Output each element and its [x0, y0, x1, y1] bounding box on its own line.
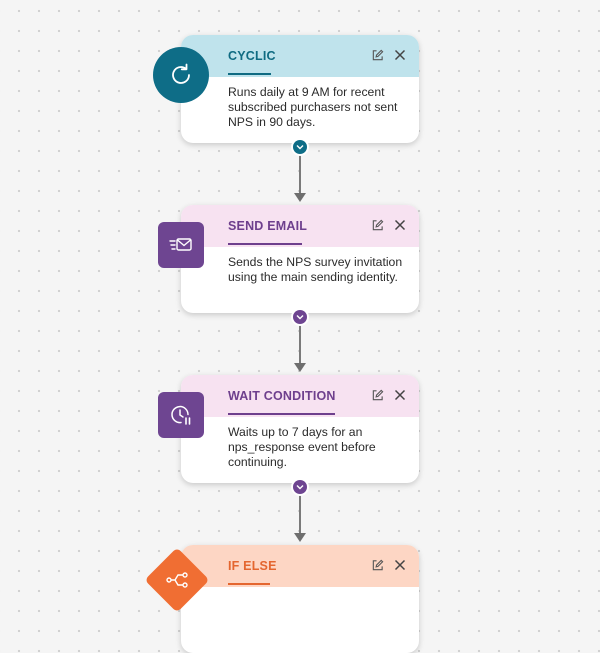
close-icon[interactable] — [393, 48, 407, 62]
node-cyclic-output-port[interactable] — [293, 140, 307, 154]
close-icon[interactable] — [393, 218, 407, 232]
flow-arrow-2 — [294, 363, 306, 372]
flow-arrow-3 — [294, 533, 306, 542]
node-wait-condition-description: Waits up to 7 days for an nps_response e… — [228, 425, 376, 469]
clock-pause-icon — [158, 392, 204, 438]
node-send-email-title-underline — [228, 243, 302, 245]
edit-icon[interactable] — [370, 558, 384, 572]
node-wait-condition-header: WAIT CONDITION — [181, 375, 419, 417]
branch-icon — [144, 547, 210, 613]
node-wait-condition-title: WAIT CONDITION — [228, 389, 336, 403]
node-cyclic-actions — [370, 48, 407, 62]
edit-icon[interactable] — [370, 48, 384, 62]
node-if-else-description — [181, 587, 419, 607]
node-cyclic-title-underline — [228, 73, 271, 75]
node-send-email-title: SEND EMAIL — [228, 219, 308, 233]
flow-edge-2 — [299, 325, 301, 365]
node-send-email-output-port[interactable] — [293, 310, 307, 324]
refresh-icon — [153, 47, 209, 103]
node-send-email-description: Sends the NPS survey invitation using th… — [228, 255, 403, 284]
email-send-icon — [158, 222, 204, 268]
edit-icon[interactable] — [370, 388, 384, 402]
node-cyclic[interactable]: CYCLIC Runs daily at 9 AM for recent sub… — [181, 35, 419, 143]
node-wait-condition[interactable]: WAIT CONDITION Waits up to 7 days for an… — [181, 375, 419, 483]
edit-icon[interactable] — [370, 218, 384, 232]
close-icon[interactable] — [393, 558, 407, 572]
node-wait-condition-actions — [370, 388, 407, 402]
node-if-else[interactable]: IF ELSE — [181, 545, 419, 653]
node-cyclic-header: CYCLIC — [181, 35, 419, 77]
node-send-email-actions — [370, 218, 407, 232]
node-wait-condition-title-underline — [228, 413, 335, 415]
flow-arrow-1 — [294, 193, 306, 202]
node-if-else-actions — [370, 558, 407, 572]
node-wait-condition-output-port[interactable] — [293, 480, 307, 494]
node-if-else-title-underline — [228, 583, 270, 585]
node-cyclic-title: CYCLIC — [228, 49, 276, 63]
close-icon[interactable] — [393, 388, 407, 402]
flow-edge-3 — [299, 495, 301, 535]
node-cyclic-description: Runs daily at 9 AM for recent subscribed… — [228, 85, 398, 129]
node-send-email[interactable]: SEND EMAIL Sends the NPS survey invitati… — [181, 205, 419, 313]
node-if-else-title: IF ELSE — [228, 559, 277, 573]
flow-edge-1 — [299, 155, 301, 195]
node-if-else-header: IF ELSE — [181, 545, 419, 587]
node-send-email-header: SEND EMAIL — [181, 205, 419, 247]
